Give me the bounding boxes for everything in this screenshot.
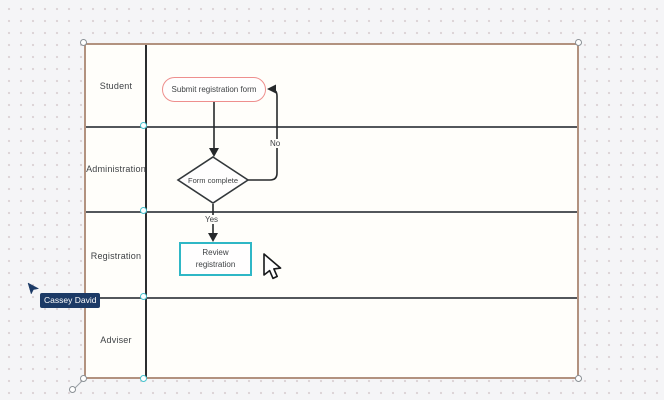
lane-label-adviser[interactable]: Adviser bbox=[100, 335, 132, 345]
lane-resize-handle-1[interactable] bbox=[140, 122, 147, 129]
swimlane-container[interactable]: Student Administration Registration Advi… bbox=[84, 43, 579, 379]
resize-handle-top-right[interactable] bbox=[575, 39, 582, 46]
lane-resize-handle-2[interactable] bbox=[140, 207, 147, 214]
lane-label-registration[interactable]: Registration bbox=[90, 251, 142, 261]
lane-divider bbox=[86, 297, 577, 299]
resize-handle-bottom-right[interactable] bbox=[575, 375, 582, 382]
edge-label-no[interactable]: No bbox=[269, 139, 282, 148]
lane-divider bbox=[86, 211, 577, 213]
decision-label: Form complete bbox=[187, 176, 238, 185]
resize-handle-bottom-left[interactable] bbox=[80, 375, 87, 382]
collaborator-name-tag: Cassey David bbox=[40, 293, 101, 308]
rotation-handle[interactable] bbox=[69, 386, 76, 393]
edge-label-yes[interactable]: Yes bbox=[204, 215, 220, 224]
lane-resize-handle-3[interactable] bbox=[140, 293, 147, 300]
process-label: Review registration bbox=[195, 248, 236, 269]
lane-label-administration[interactable]: Administration bbox=[86, 164, 146, 174]
lane-resize-handle-4[interactable] bbox=[140, 375, 147, 382]
lane-divider bbox=[86, 126, 577, 128]
mouse-pointer-icon bbox=[263, 253, 282, 280]
terminator-label: Submit registration form bbox=[171, 84, 257, 94]
collaborator-cursor-icon bbox=[27, 282, 40, 295]
lane-label-student[interactable]: Student bbox=[99, 81, 133, 91]
process-review-registration[interactable]: Review registration bbox=[179, 242, 252, 276]
terminator-submit-form[interactable]: Submit registration form bbox=[162, 77, 266, 102]
resize-handle-top-left[interactable] bbox=[80, 39, 87, 46]
